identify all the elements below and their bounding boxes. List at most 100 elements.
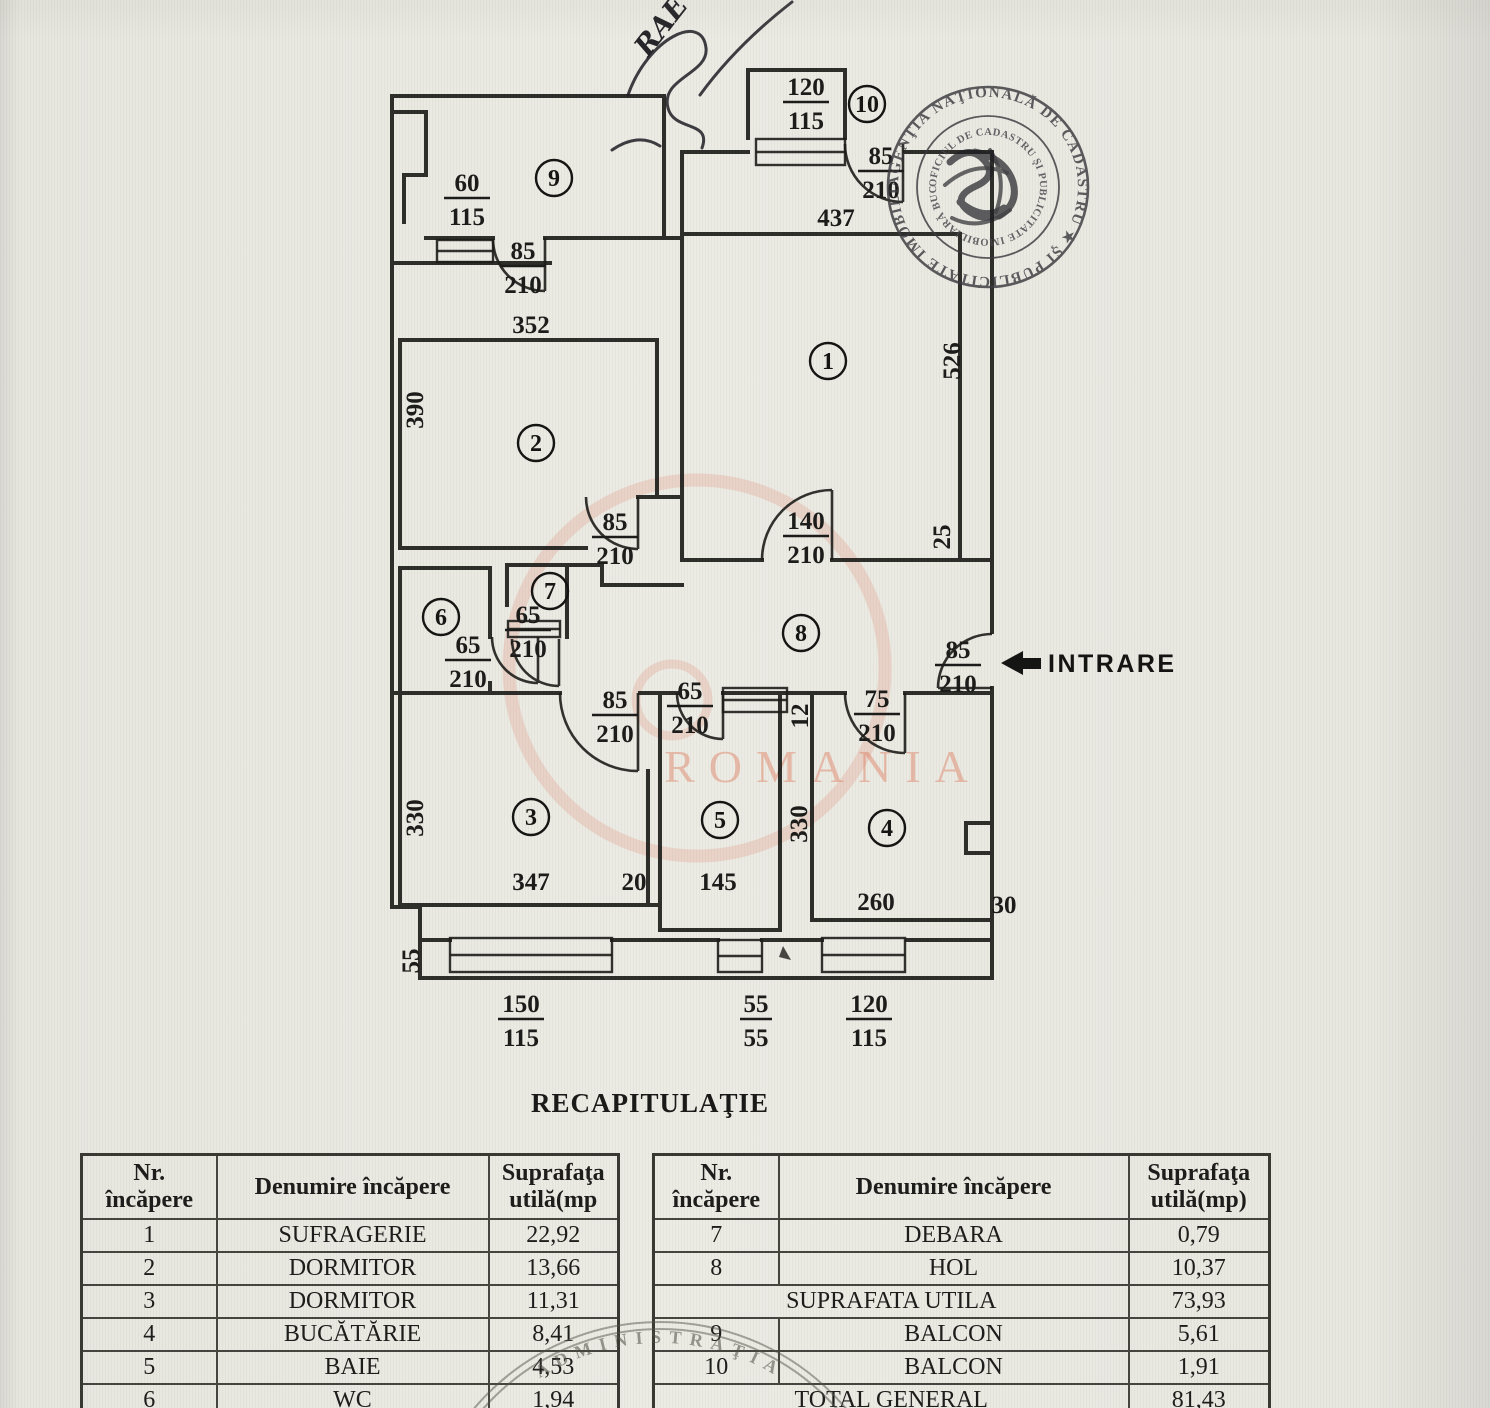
svg-text:85: 85: [511, 238, 536, 265]
table-cell: HOL: [777, 1251, 1130, 1286]
svg-text:65: 65: [456, 632, 481, 659]
svg-text:1: 1: [822, 349, 834, 375]
svg-text:4: 4: [881, 816, 893, 842]
table-cell: 1,91: [1127, 1350, 1271, 1385]
table-cell: TOTAL GENERAL: [652, 1383, 1130, 1408]
entrance-arrow-icon: [1001, 651, 1041, 675]
dimension-label: 260: [857, 889, 895, 916]
table-cell: 6: [80, 1383, 218, 1408]
table-cell: DORMITOR: [215, 1284, 490, 1319]
svg-text:75: 75: [865, 686, 890, 713]
svg-text:260: 260: [857, 889, 895, 916]
svg-text:390: 390: [402, 391, 429, 429]
page-title: RECAPITULAŢIE: [530, 1088, 770, 1118]
column-header: Denumire încăpere: [777, 1153, 1130, 1220]
table-cell: 13,66: [487, 1251, 620, 1286]
watermark-text: ROMANIA: [664, 741, 982, 792]
table-cell: 4: [80, 1317, 218, 1352]
room-number-6: 6: [421, 597, 461, 637]
svg-text:85: 85: [603, 687, 628, 714]
table-cell: 5,61: [1127, 1317, 1271, 1352]
table-cell: WC: [215, 1383, 490, 1408]
svg-text:210: 210: [504, 272, 542, 299]
room-number-1: 1: [808, 341, 848, 381]
dimension-label: 12: [787, 704, 814, 729]
svg-text:115: 115: [788, 108, 824, 135]
svg-text:85: 85: [603, 509, 628, 536]
table-cell: 0,79: [1127, 1218, 1271, 1253]
svg-text:210: 210: [596, 543, 634, 570]
svg-text:9: 9: [548, 166, 560, 192]
svg-text:347: 347: [512, 869, 550, 896]
svg-text:5: 5: [714, 808, 726, 834]
column-header: Nr. încăpere: [652, 1153, 780, 1220]
svg-text:85: 85: [946, 637, 971, 664]
dimension-label: 25: [929, 525, 956, 550]
romania-watermark: ROMANIA: [502, 473, 982, 863]
room-number-5: 5: [700, 800, 740, 840]
signature-scribble: RAE: [610, 0, 794, 152]
svg-text:7: 7: [544, 579, 556, 605]
svg-text:6: 6: [435, 605, 447, 631]
svg-text:55: 55: [398, 949, 425, 974]
table-cell: 73,93: [1127, 1284, 1271, 1319]
table-cell: 8,41: [487, 1317, 620, 1352]
room-number-9: 9: [534, 158, 574, 198]
table-cell: SUPRAFATA UTILA: [652, 1284, 1130, 1319]
svg-text:140: 140: [787, 508, 825, 535]
dimension-label: 352: [512, 312, 550, 339]
table-cell: 22,92: [487, 1218, 620, 1253]
table-cell: BALCON: [777, 1350, 1130, 1385]
svg-text:20: 20: [622, 869, 647, 896]
dimension-label: 20: [622, 869, 647, 896]
svg-text:210: 210: [939, 671, 977, 698]
table-cell: 81,43: [1127, 1383, 1271, 1408]
svg-text:30: 30: [992, 892, 1017, 919]
table-cell: 3: [80, 1284, 218, 1319]
svg-text:210: 210: [449, 666, 487, 693]
table-cell: BALCON: [777, 1317, 1130, 1352]
svg-text:210: 210: [509, 636, 547, 663]
room-number-7: 7: [530, 571, 570, 611]
room-number-10: 10: [847, 84, 887, 124]
table-cell: SUFRAGERIE: [215, 1218, 490, 1253]
dimension-label: 145: [699, 869, 737, 896]
svg-text:12: 12: [787, 704, 814, 729]
svg-text:145: 145: [699, 869, 737, 896]
svg-text:8: 8: [795, 621, 807, 647]
table-cell: 7: [652, 1218, 780, 1253]
table-cell: 4,53: [487, 1350, 620, 1385]
svg-text:437: 437: [817, 205, 855, 232]
stamp-signature-scribble: [943, 148, 1018, 226]
dimension-label: 30: [992, 892, 1017, 919]
svg-text:55: 55: [744, 1025, 769, 1052]
table-cell: BUCĂTĂRIE: [215, 1317, 490, 1352]
table-cell: 1,94: [487, 1383, 620, 1408]
dimension-label: 390: [402, 391, 429, 429]
svg-text:115: 115: [503, 1025, 539, 1052]
floor-plan-drawing: ROMANIA 60115852103521201158521043739052…: [0, 0, 1174, 1052]
svg-text:115: 115: [449, 204, 485, 231]
svg-text:330: 330: [402, 799, 429, 837]
svg-text:352: 352: [512, 312, 550, 339]
dimension-label: 437: [817, 205, 855, 232]
svg-text:65: 65: [516, 602, 541, 629]
dimension-label: 330: [786, 805, 813, 843]
